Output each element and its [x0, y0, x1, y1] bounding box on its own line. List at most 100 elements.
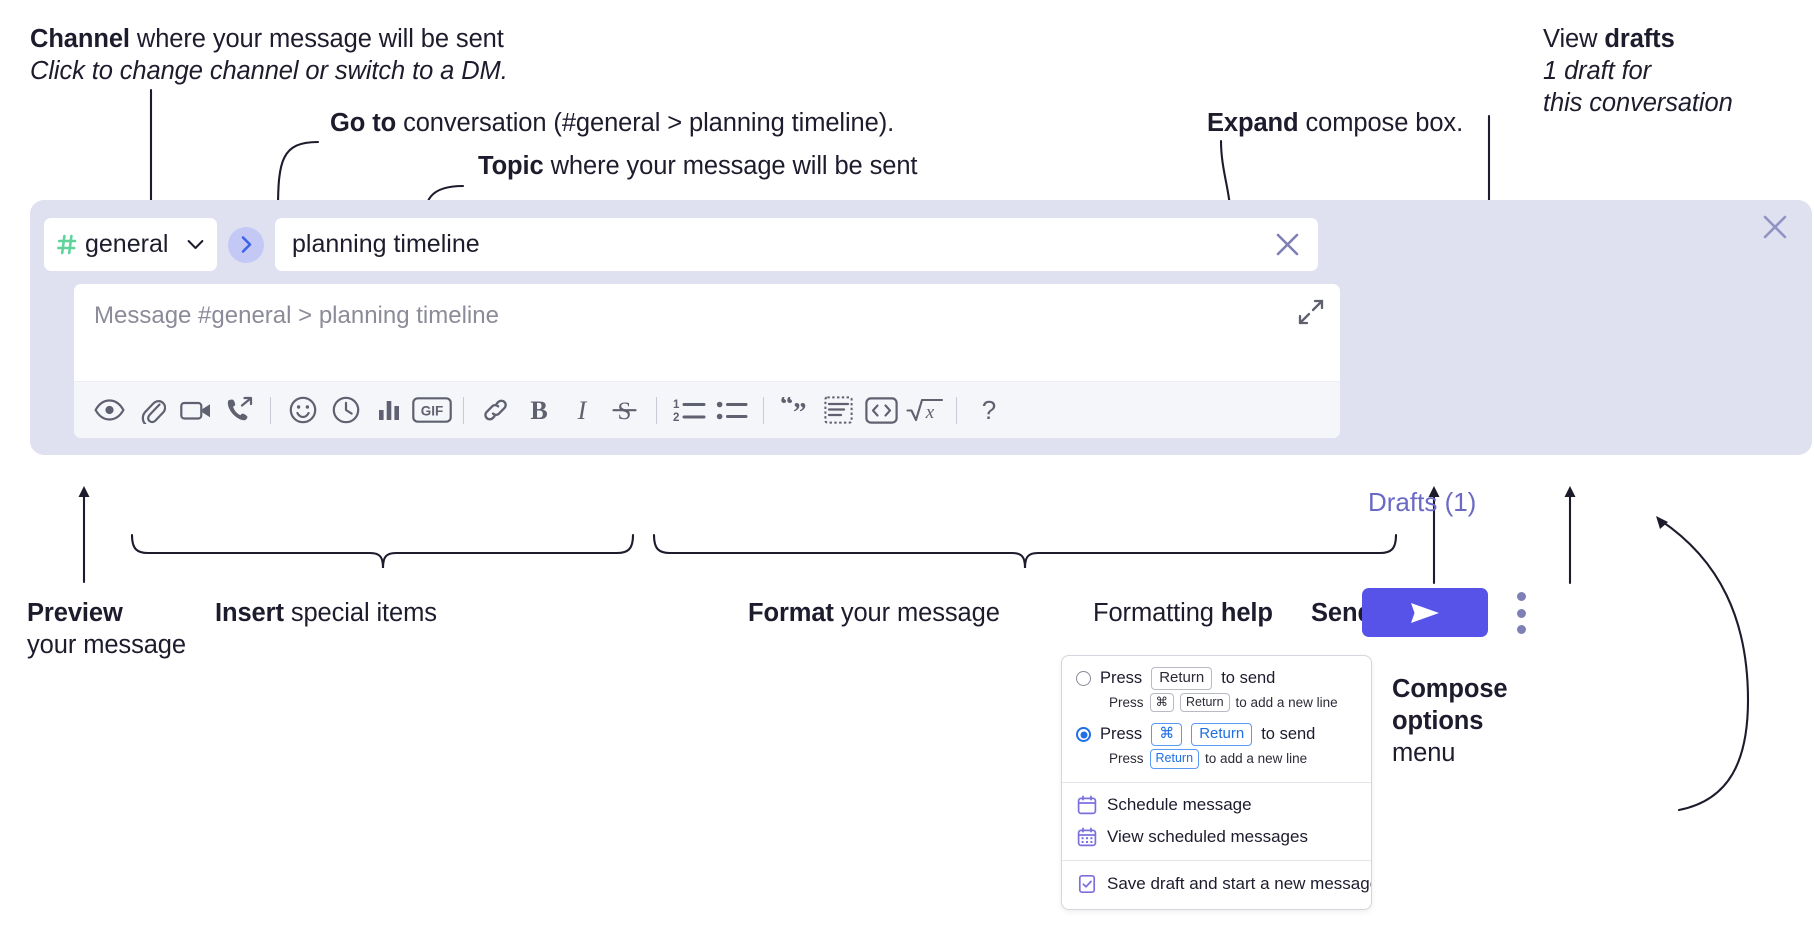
- annotation-help-bold: help: [1220, 599, 1273, 627]
- video-clip-button[interactable]: [174, 389, 217, 432]
- send-option-press-label: Press: [1100, 725, 1143, 744]
- send-option-suffix: to send: [1221, 668, 1276, 687]
- ordered-list-button[interactable]: 1 2: [667, 389, 710, 432]
- toolbar-divider: [463, 396, 464, 424]
- compose-options-menu-button[interactable]: [1510, 592, 1532, 634]
- topic-input-value: planning timeline: [292, 230, 480, 258]
- gif-button[interactable]: GIF: [410, 389, 453, 432]
- bar-chart-icon: [378, 401, 399, 420]
- annotation-compose-options: Compose options menu: [1392, 673, 1508, 769]
- emoji-button[interactable]: [281, 389, 324, 432]
- draft-section: Save draft and start a new message: [1062, 861, 1371, 909]
- sub-press-label: Press: [1109, 695, 1144, 711]
- formatting-help-button[interactable]: ?: [967, 389, 1010, 432]
- code-button[interactable]: [860, 389, 903, 432]
- menu-item-label: View scheduled messages: [1107, 826, 1308, 846]
- annotation-expand-rest: compose box.: [1298, 109, 1464, 137]
- toolbar-divider: [763, 396, 764, 424]
- key-return: Return: [1191, 723, 1253, 747]
- preview-button[interactable]: [88, 389, 131, 432]
- svg-text:GIF: GIF: [420, 403, 443, 418]
- drafts-link[interactable]: Drafts (1): [1368, 487, 1477, 517]
- blockquote-button[interactable]: “ ”: [774, 389, 817, 432]
- bulleted-list-button[interactable]: [710, 389, 753, 432]
- key-return: Return: [1180, 692, 1230, 713]
- more-vertical-dot: [1516, 608, 1526, 618]
- bold-button[interactable]: B: [517, 389, 560, 432]
- hash-icon: [57, 234, 77, 255]
- svg-text:?: ?: [981, 396, 995, 424]
- annotation-goto-rest: conversation (#general > planning timeli…: [396, 109, 895, 137]
- annotation-help-plain: Formatting: [1093, 599, 1221, 627]
- phone-arrow-icon: [227, 396, 252, 421]
- italic-button[interactable]: I: [560, 389, 603, 432]
- toolbar-divider: [656, 396, 657, 424]
- radio-selected[interactable]: [1076, 727, 1091, 743]
- toolbar-divider: [956, 396, 957, 424]
- strikethrough-button[interactable]: S: [603, 389, 646, 432]
- math-button[interactable]: x: [903, 389, 946, 432]
- calendar-icon: [1077, 795, 1097, 815]
- key-return: Return: [1149, 749, 1200, 769]
- audio-clip-button[interactable]: [217, 389, 260, 432]
- schedule-section: Schedule message View scheduled messages: [1062, 783, 1371, 860]
- send-option-press-label: Press: [1100, 668, 1143, 687]
- attach-button[interactable]: [131, 389, 174, 432]
- clock-icon: [332, 396, 359, 424]
- code-block-button[interactable]: [817, 389, 860, 432]
- chevron-right-icon: [241, 236, 251, 253]
- topic-field[interactable]: planning timeline: [275, 218, 1318, 271]
- reminder-button[interactable]: [324, 389, 367, 432]
- quote-icon: “ ”: [780, 397, 807, 423]
- key-command: ⌘: [1151, 723, 1183, 747]
- svg-text:2: 2: [673, 412, 679, 423]
- send-option-return-sub: Press ⌘ Return to add a new line: [1062, 691, 1371, 717]
- annotation-goto-bold: Go to: [330, 109, 397, 137]
- svg-text:I: I: [576, 396, 587, 424]
- poll-button[interactable]: [367, 389, 410, 432]
- key-return: Return: [1151, 667, 1213, 690]
- send-option-return[interactable]: Press Return to send: [1062, 666, 1371, 691]
- panel-close-icon[interactable]: [1760, 212, 1790, 242]
- menu-item-save-draft[interactable]: Save draft and start a new message: [1062, 868, 1371, 900]
- menu-divider: [1062, 859, 1371, 861]
- menu-divider: [1062, 781, 1371, 783]
- sub-press-label: Press: [1109, 751, 1144, 767]
- send-button[interactable]: [1362, 588, 1488, 637]
- bulleted-list-icon: [716, 401, 747, 420]
- message-placeholder: Message #general > planning timeline: [94, 302, 499, 329]
- channel-name-label: general: [85, 230, 169, 258]
- question-mark-icon: ?: [981, 396, 995, 424]
- svg-text:“: “: [780, 397, 794, 419]
- svg-text:B: B: [530, 396, 547, 424]
- annotation-topic-rest: where your message will be sent: [543, 152, 918, 180]
- formatting-toolbar: GIF B: [74, 381, 1340, 438]
- toolbar-divider: [270, 396, 271, 424]
- italic-icon: I: [576, 396, 587, 424]
- link-icon: [483, 399, 507, 421]
- menu-item-view-scheduled-messages[interactable]: View scheduled messages: [1062, 821, 1371, 853]
- menu-item-schedule-message[interactable]: Schedule message: [1062, 789, 1371, 821]
- strikethrough-icon: S: [612, 398, 637, 424]
- menu-item-label: Save draft and start a new message: [1107, 873, 1372, 893]
- link-button[interactable]: [474, 389, 517, 432]
- radio-unselected[interactable]: [1076, 670, 1091, 686]
- message-input[interactable]: Message #general > planning timeline: [74, 284, 1340, 381]
- close-icon[interactable]: [1273, 230, 1302, 259]
- expand-icon[interactable]: [1297, 298, 1325, 326]
- paperclip-icon: [141, 400, 166, 424]
- code-brackets-icon: [865, 396, 898, 424]
- send-option-cmd-return[interactable]: Press ⌘ Return to send: [1062, 722, 1371, 747]
- smiley-icon: [289, 396, 316, 424]
- svg-text:x: x: [924, 402, 934, 423]
- menu-item-label: Schedule message: [1107, 794, 1252, 814]
- annotation-channel-rest: where your message will be sent: [129, 25, 504, 53]
- channel-selector[interactable]: general: [44, 218, 217, 271]
- compose-options-dropdown: Press Return to send Press ⌘ Return to a…: [1061, 655, 1372, 910]
- square-root-icon: x: [905, 398, 943, 423]
- document-check-icon: [1078, 874, 1096, 893]
- chevron-down-icon: [187, 240, 204, 249]
- goto-conversation-button[interactable]: [228, 226, 264, 263]
- annotation-preview: Preview your message: [27, 597, 186, 661]
- annotation-format-bold: Format: [748, 599, 834, 627]
